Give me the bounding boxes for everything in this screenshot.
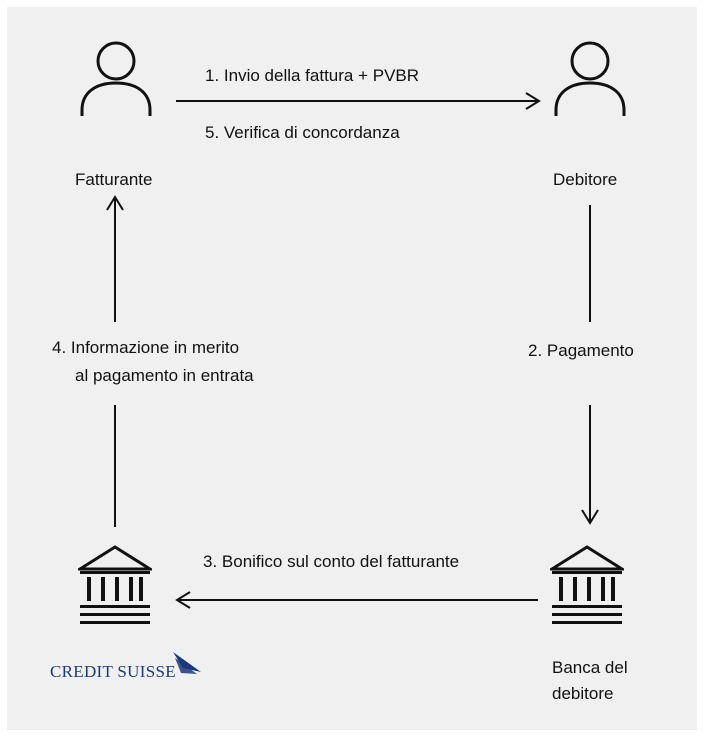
sail-icon xyxy=(173,652,201,674)
debtor-person-icon xyxy=(554,41,626,116)
biller-person-icon xyxy=(80,41,152,116)
debtor-bank-label-line2: debitore xyxy=(552,684,614,703)
credit-suisse-logo: CREDIT SUISSE xyxy=(50,650,210,682)
debtor-bank-icon xyxy=(550,545,624,624)
arrow-transfer xyxy=(175,591,538,609)
biller-label: Fatturante xyxy=(75,170,153,189)
step5-label: 5. Verifica di concordanza xyxy=(205,123,400,142)
step4-label-line1: 4. Informazione in merito xyxy=(52,338,240,357)
step4-label-line2: al pagamento in entrata xyxy=(75,366,254,385)
arrow-payment-lower xyxy=(581,405,599,525)
logo-wordmark: CREDIT SUISSE xyxy=(50,662,176,681)
debtor-label: Debitore xyxy=(553,170,618,189)
step2-label: 2. Pagamento xyxy=(528,341,634,360)
diagram-panel xyxy=(7,7,697,730)
step3-label: 3. Bonifico sul conto del fatturante xyxy=(203,552,460,571)
arrow-invoice xyxy=(176,92,541,110)
debtor-bank-label-line1: Banca del xyxy=(552,658,628,677)
arrow-info-upper xyxy=(106,195,124,322)
biller-bank-icon xyxy=(78,545,152,624)
step1-label: 1. Invio della fattura + PVBR xyxy=(205,66,420,85)
